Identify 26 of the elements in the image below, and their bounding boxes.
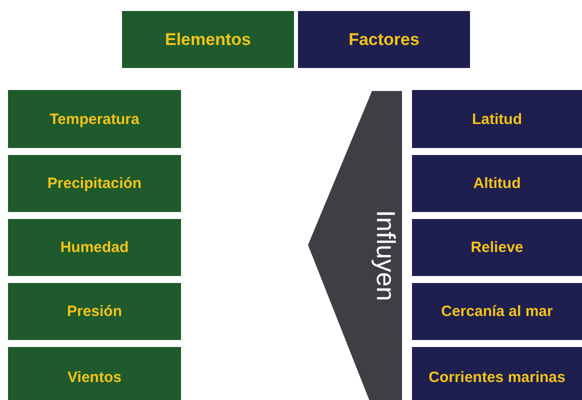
box-label: Precipitación <box>47 175 142 192</box>
header-label: Factores <box>348 30 420 50</box>
header-box <box>122 11 294 68</box>
box-label: Latitud <box>472 110 522 128</box>
box-label: Presión <box>66 303 122 320</box>
box-label: Vientos <box>68 368 122 386</box>
factor-box <box>412 155 582 212</box>
factor-box <box>412 90 582 148</box>
factor-box <box>412 283 582 340</box>
element-box <box>8 283 181 340</box>
header-box <box>298 11 470 68</box>
factor-box <box>412 219 582 276</box>
box-label: Humedad <box>60 239 129 256</box>
arrow-shape <box>308 91 402 400</box>
element-box <box>8 90 181 148</box>
box-label: Temperatura <box>50 110 140 128</box>
element-box <box>8 155 181 212</box>
factor-box <box>412 347 582 400</box>
box-label: Altitud <box>473 175 521 192</box>
box-label: Relieve <box>470 239 524 256</box>
box-label: Cercanía al mar <box>441 303 553 320</box>
header-label: Elementos <box>165 30 251 50</box>
arrow-label: Influyen <box>370 209 401 301</box>
element-box <box>8 347 181 400</box>
box-label: Corrientes marinas <box>428 368 566 386</box>
element-box <box>8 219 181 276</box>
